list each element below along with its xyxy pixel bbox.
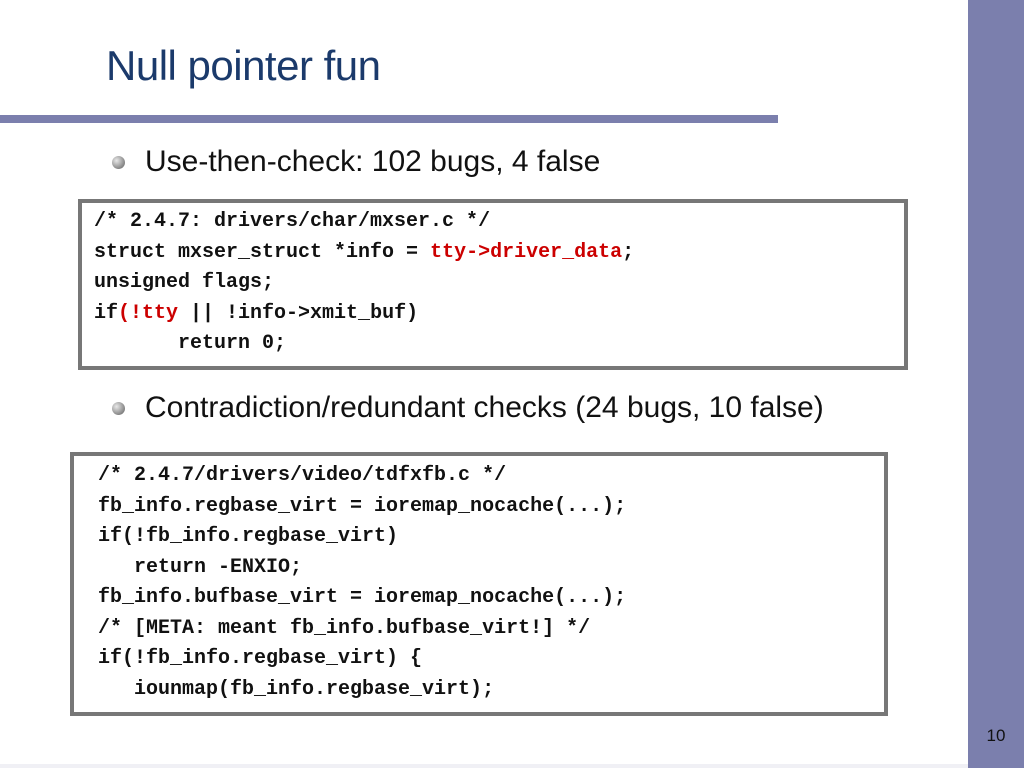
bullet-use-then-check: Use-then-check: 102 bugs, 4 false	[112, 145, 600, 179]
bullet-dot-icon	[112, 401, 125, 415]
code-line: if(!tty || !info->xmit_buf)	[94, 301, 419, 325]
code-line: /* [META: meant fb_info.bufbase_virt!] *…	[98, 616, 591, 640]
slide-title: Null pointer fun	[106, 42, 381, 89]
code-block-tdfxfb: /* 2.4.7/drivers/video/tdfxfb.c */ fb_in…	[70, 452, 888, 716]
right-accent-bar	[968, 0, 1024, 768]
code-line: if(!fb_info.regbase_virt)	[98, 525, 399, 548]
code-line: fb_info.bufbase_virt = ioremap_nocache(.…	[98, 586, 627, 609]
bullet-text: Contradiction/redundant checks (24 bugs,…	[145, 391, 824, 424]
bullet-contradiction-checks: Contradiction/redundant checks (24 bugs,…	[112, 391, 824, 425]
title-underline-rule	[0, 115, 778, 123]
code-block-mxser: /* 2.4.7: drivers/char/mxser.c */ struct…	[78, 199, 908, 370]
code-line: if(!fb_info.regbase_virt) {	[98, 647, 423, 670]
code-line: return 0;	[94, 332, 287, 355]
code-line: struct mxser_struct *info = tty->driver_…	[94, 240, 635, 264]
highlighted-code: tty->driver_data	[430, 240, 623, 264]
bullet-text: Use-then-check: 102 bugs, 4 false	[145, 145, 601, 178]
code-line: iounmap(fb_info.regbase_virt);	[98, 677, 495, 701]
code-line: fb_info.regbase_virt = ioremap_nocache(.…	[98, 494, 627, 518]
highlighted-code: (!tty	[118, 301, 179, 325]
code-line: unsigned flags;	[94, 271, 275, 294]
code-line: /* 2.4.7/drivers/video/tdfxfb.c */	[98, 464, 507, 487]
code-line: /* 2.4.7: drivers/char/mxser.c */	[94, 210, 491, 233]
page-number: 10	[986, 726, 1006, 745]
bullet-dot-icon	[112, 155, 125, 169]
bottom-rule	[0, 764, 968, 768]
code-line: return -ENXIO;	[98, 555, 303, 579]
